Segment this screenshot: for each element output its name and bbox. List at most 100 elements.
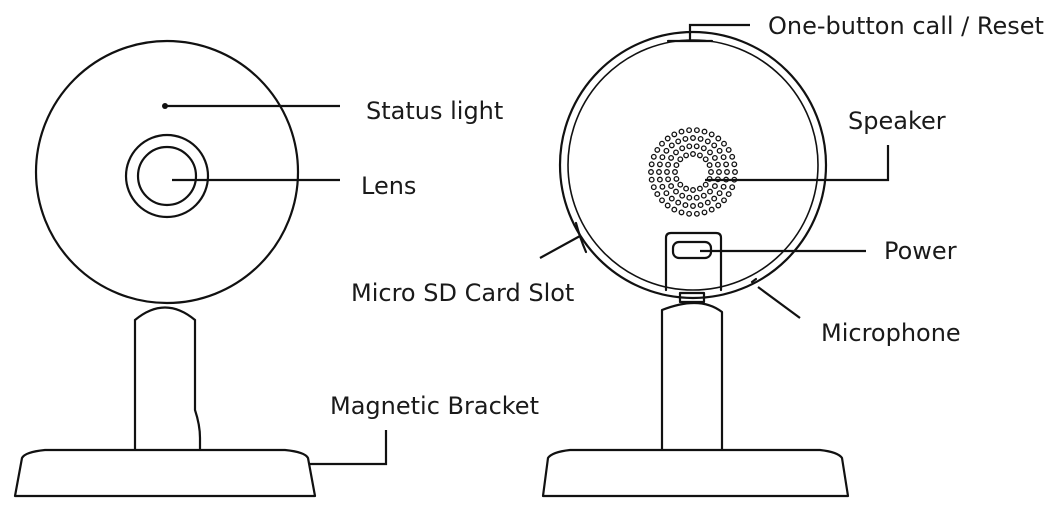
speaker-hole — [704, 199, 711, 206]
speaker-hole — [697, 202, 704, 209]
speaker-hole — [729, 153, 736, 160]
speaker-hole — [724, 169, 730, 175]
speaker-hole — [690, 135, 696, 141]
speaker-hole — [708, 169, 714, 175]
one-button-leader — [688, 23, 750, 41]
front-view — [13, 39, 388, 498]
speaker-hole — [650, 184, 657, 191]
speaker-hole — [659, 183, 666, 190]
speaker-hole — [707, 188, 713, 195]
microphone-leader — [757, 286, 801, 319]
speaker-hole — [678, 128, 685, 135]
speaker-hole — [675, 199, 682, 206]
hinge — [678, 291, 706, 304]
speaker-hole — [696, 185, 703, 192]
speaker-hole — [659, 154, 666, 161]
speaker-hole — [690, 187, 696, 193]
speaker-hole — [679, 145, 686, 152]
label-micro-sd: Micro SD Card Slot — [351, 279, 575, 307]
speaker-hole — [671, 131, 678, 138]
speaker-hole — [679, 192, 686, 199]
micro-sd-leader — [539, 235, 581, 259]
speaker-hole — [678, 209, 685, 216]
speaker-grille — [648, 127, 738, 217]
speaker-hole — [729, 184, 736, 191]
back-base — [541, 301, 850, 498]
speaker-hole — [686, 194, 693, 201]
speaker-hole — [650, 153, 657, 160]
lens-outer-ring — [124, 133, 210, 219]
speaker-hole — [711, 154, 718, 161]
speaker-hole — [720, 154, 727, 161]
back-camera-rim — [567, 39, 819, 291]
speaker-hole — [731, 161, 738, 168]
speaker-hole — [659, 140, 665, 147]
speaker-hole — [656, 161, 663, 168]
speaker-hole — [721, 197, 727, 204]
speaker-hole — [672, 169, 678, 175]
speaker-hole — [656, 176, 663, 183]
speaker-hole — [648, 169, 654, 175]
speaker-hole — [654, 146, 661, 153]
label-microphone: Microphone — [821, 319, 961, 347]
speaker-hole — [668, 142, 675, 149]
speaker-hole — [704, 138, 711, 145]
speaker-hole — [725, 146, 732, 153]
speaker-hole — [648, 176, 655, 183]
speaker-hole — [715, 135, 722, 142]
speaker-hole — [693, 210, 700, 217]
speaker-hole — [686, 210, 693, 217]
speaker-hole — [682, 202, 689, 209]
speaker-hole — [701, 128, 708, 135]
speaker-hole — [673, 162, 680, 169]
speaker-hole — [663, 190, 670, 197]
speaker-hole — [700, 192, 707, 199]
speaker-hole — [664, 202, 671, 209]
speaker-hole — [664, 169, 670, 175]
speaker-hole — [686, 127, 693, 134]
sd-slot-mark — [574, 221, 588, 254]
speaker-hole — [656, 169, 662, 175]
power-port-panel — [664, 231, 723, 292]
speaker-hole — [716, 169, 722, 175]
label-speaker: Speaker — [848, 107, 946, 135]
speaker-hole — [665, 176, 672, 183]
speaker-hole — [648, 161, 655, 168]
speaker-hole — [711, 142, 718, 149]
speaker-hole — [665, 161, 672, 168]
speaker-hole — [677, 156, 684, 163]
speaker-hole — [683, 152, 690, 159]
speaker-hole — [663, 147, 670, 154]
speaker-hole — [697, 135, 704, 142]
magnetic-bracket-leader — [310, 430, 388, 466]
speaker-hole — [725, 191, 732, 198]
speaker-hole — [654, 191, 661, 198]
speaker-hole — [732, 169, 738, 175]
speaker-hole — [706, 162, 713, 169]
speaker-hole — [701, 209, 708, 216]
lens-inner — [136, 145, 198, 207]
speaker-hole — [668, 183, 675, 190]
speaker-hole — [702, 181, 709, 188]
speaker-hole — [702, 156, 709, 163]
speaker-hole — [664, 135, 671, 142]
speaker-hole — [671, 206, 678, 213]
mic-mark — [750, 277, 758, 284]
speaker-hole — [715, 202, 722, 209]
speaker-hole — [708, 206, 715, 213]
speaker-hole — [683, 185, 690, 192]
speaker-hole — [711, 195, 718, 202]
label-one-button: One-button call / Reset — [768, 12, 1044, 40]
speaker-hole — [696, 152, 703, 159]
speaker-hole — [711, 183, 718, 190]
speaker-hole — [668, 195, 675, 202]
label-status-light: Status light — [366, 97, 504, 125]
speaker-hole — [673, 149, 679, 156]
speaker-leader — [705, 145, 890, 182]
speaker-hole — [693, 127, 700, 134]
speaker-hole — [700, 145, 707, 152]
speaker-hole — [673, 188, 679, 195]
speaker-hole — [677, 181, 684, 188]
